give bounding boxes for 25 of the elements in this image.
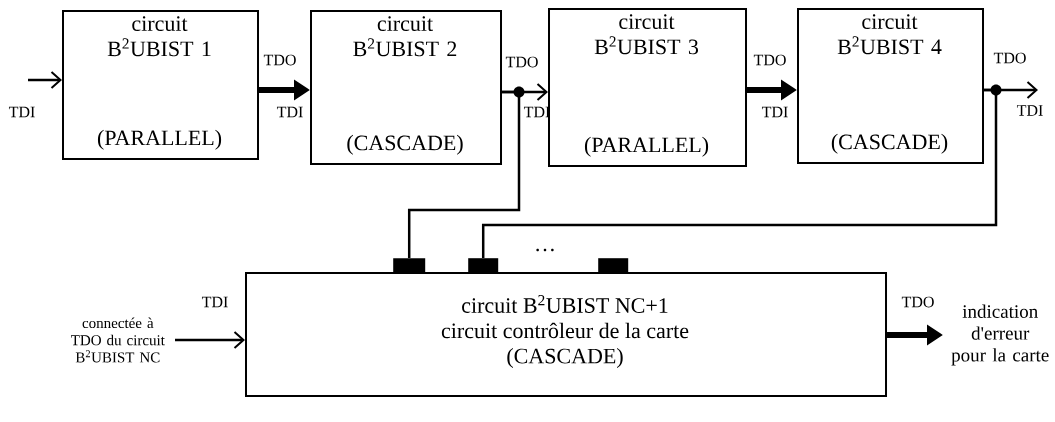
pin-label: TDI xyxy=(1016,105,1043,116)
pin-label: TDI xyxy=(276,106,303,118)
circuit-box: circuit B$^{2}$UBIST 3 (PARALLEL) xyxy=(548,8,747,167)
connector xyxy=(407,90,521,258)
circuit-box: circuit B$^{2}$UBIST 1 (PARALLEL) xyxy=(62,10,259,160)
pin-label: TDO xyxy=(753,54,786,66)
ellipsis: … xyxy=(536,248,554,252)
connector xyxy=(175,331,245,349)
pin-label: TDI xyxy=(761,106,788,118)
pin-label: TDI xyxy=(201,296,228,308)
connector xyxy=(28,71,62,89)
pin-label: TDO xyxy=(505,56,538,68)
signal-text: indication d'erreur pour la carte xyxy=(951,304,1049,366)
pin-label: TDO xyxy=(263,54,296,66)
pin-block xyxy=(468,258,499,273)
pin-block xyxy=(393,258,426,273)
pin-block xyxy=(598,258,629,273)
circuit-box: circuit B$^{2}$UBIST 2 (CASCADE) xyxy=(310,10,502,165)
signal-text: connectée à TDO du circuit B$^{2}$UBIST NC xyxy=(71,317,165,363)
pin-label: TDO xyxy=(901,296,934,308)
connector xyxy=(481,88,998,258)
pin-label: TDI xyxy=(523,106,550,118)
circuit-box: circuit B$^{2}$UBIST 4 (CASCADE) xyxy=(797,8,984,164)
controller-box: circuit B$^{2}$UBIST NC+1 circuit contrôleur de la carte (CASCADE) xyxy=(245,272,887,397)
pin-label: TDI xyxy=(8,106,35,118)
